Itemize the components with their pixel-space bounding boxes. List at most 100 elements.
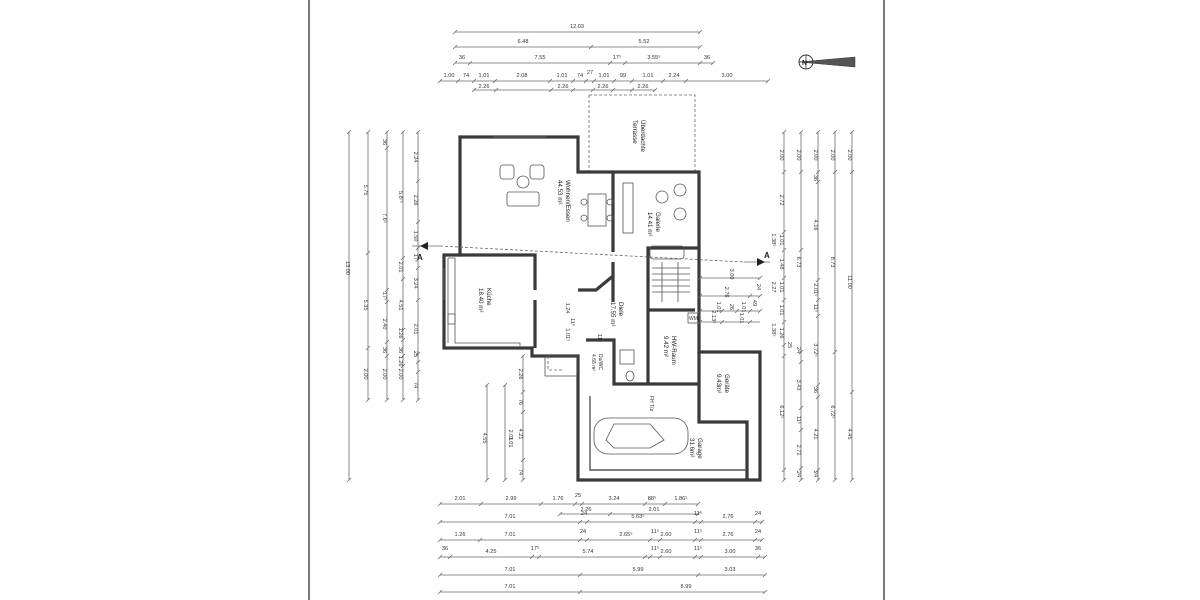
dim-right-1-tick bbox=[798, 349, 804, 355]
dim-right-1-tick bbox=[798, 405, 804, 411]
fh-tuer-label: FH Tür bbox=[648, 396, 654, 412]
dim-right-0-tick bbox=[781, 247, 787, 253]
dim-left-label: 2.40 bbox=[381, 319, 387, 330]
dim-right-label: 2.27 bbox=[770, 282, 776, 293]
dim-right-1-tick bbox=[798, 465, 804, 471]
dim-bottom-4-tick bbox=[657, 554, 663, 560]
dim-top-label: 3.00 bbox=[722, 73, 733, 79]
dim-bottom-label: 25 bbox=[575, 493, 581, 499]
dim-right-4-tick bbox=[849, 477, 855, 483]
dim-bottom-3-tick bbox=[698, 537, 704, 543]
dim-bottom-4-tick bbox=[755, 554, 761, 560]
dim-left-2-tick bbox=[384, 353, 390, 359]
dim-bottom-label: 2.01 bbox=[649, 507, 660, 513]
dim-right-label: 3.00 bbox=[728, 269, 734, 280]
dim-left-3-tick bbox=[400, 276, 406, 282]
dim-local-a-tick bbox=[697, 275, 703, 281]
dim-right-label: 6.73 bbox=[795, 257, 801, 268]
dim-right-0-tick bbox=[781, 297, 787, 303]
dim-right-label: 1.01 bbox=[715, 302, 721, 313]
dim-local-c-tick bbox=[719, 308, 725, 314]
dim-left-label: 1.50 bbox=[412, 231, 418, 242]
dim-left-4-tick bbox=[415, 351, 421, 357]
dim-left-label: 2.00 bbox=[362, 369, 368, 380]
dim-left-label: 17⁵ bbox=[381, 292, 388, 301]
interior-walls bbox=[460, 172, 699, 386]
dim-right-label: 11⁵ bbox=[812, 304, 819, 312]
dim-bottom-label: 7.01 bbox=[505, 567, 516, 573]
dim-left-label: 1.01 bbox=[507, 437, 513, 448]
room-diele-area: 17.55 m² bbox=[609, 302, 616, 326]
room-galerie-area: 14.41 m² bbox=[646, 212, 653, 236]
dim-bottom-2-tick bbox=[692, 519, 698, 525]
dim-top-label: 36 bbox=[459, 55, 465, 61]
dim-right-label: 6.72⁵ bbox=[829, 405, 836, 418]
dim-left-label: 1.26 bbox=[397, 356, 403, 367]
dim-top-3-tick bbox=[660, 78, 666, 84]
dim-bottom-5-tick bbox=[437, 572, 443, 578]
dim-right-2-tick bbox=[815, 313, 821, 319]
dim-right-label: 2.00 bbox=[795, 150, 801, 161]
dim-bottom-label: 24 bbox=[581, 511, 587, 517]
dim-left-3-tick bbox=[400, 363, 406, 369]
dim-local-b-tick bbox=[747, 293, 753, 299]
dim-left-0-tick bbox=[346, 477, 352, 483]
dim-bottom-0-tick bbox=[538, 501, 544, 507]
dim-left-label: 25 bbox=[412, 351, 418, 357]
dim-left-label: 2.00 bbox=[397, 369, 403, 380]
dim-bottom-5-tick bbox=[762, 572, 768, 578]
entrance-step bbox=[544, 355, 578, 377]
dim-bottom-3-tick bbox=[759, 537, 765, 543]
dim-left-label: 74 bbox=[412, 382, 418, 388]
label-terrasse: Überdachte Terrasse bbox=[631, 120, 646, 153]
dim-bottom-4-tick bbox=[698, 554, 704, 560]
dim-right-label: 2.01⁵ bbox=[812, 283, 819, 296]
dim-bottom-label: 7.01 bbox=[505, 514, 516, 520]
dim-bottom-label: 8.99 bbox=[681, 584, 692, 590]
dim-top-label: 5.52 bbox=[639, 39, 650, 45]
dim-right-2-tick bbox=[815, 129, 821, 135]
dim-right-0-tick bbox=[781, 229, 787, 235]
dim-bottom-6-tick bbox=[437, 589, 443, 595]
stove-icon bbox=[447, 313, 456, 325]
north-arrow-icon: N bbox=[798, 54, 856, 70]
label-diele: Diele 17.55 m² bbox=[609, 302, 624, 326]
dim-left-7-tick bbox=[520, 353, 526, 359]
dim-bottom-0-tick bbox=[437, 501, 443, 507]
dim-top-3-tick bbox=[547, 78, 553, 84]
dim-bottom-label: 3.03 bbox=[725, 567, 736, 573]
gallery-sofa-icon bbox=[649, 245, 685, 260]
dim-top-label: 6.48 bbox=[518, 39, 529, 45]
room-galerie: Galerie bbox=[654, 212, 661, 233]
dim-right-label: 26 bbox=[728, 304, 734, 310]
dim-right-0-tick bbox=[781, 169, 787, 175]
dim-right-2-tick bbox=[815, 179, 821, 185]
dim-bottom-1-tick bbox=[607, 511, 613, 517]
dim-bottom-5-tick bbox=[577, 572, 583, 578]
dim-right-label: 8.73 bbox=[829, 257, 835, 268]
dim-top-1-tick bbox=[452, 44, 458, 50]
dim-top-4-tick bbox=[493, 87, 499, 93]
dim-top-label: 1.01 bbox=[557, 73, 568, 79]
dim-top-label: 2.08 bbox=[517, 73, 528, 79]
room-garage: Garage bbox=[696, 438, 703, 459]
dim-top-1-tick bbox=[697, 44, 703, 50]
dim-right-1-tick bbox=[798, 169, 804, 175]
dim-bottom-2-tick bbox=[577, 519, 583, 525]
dim-bottom-label: 11⁵ bbox=[694, 545, 702, 552]
dim-bottom-3-tick bbox=[647, 537, 653, 543]
dim-bottom-label: 24 bbox=[755, 529, 761, 535]
dim-right-label: 1.01 bbox=[778, 235, 784, 246]
dining-table-icon bbox=[580, 193, 614, 227]
dim-right-label: 24 bbox=[812, 471, 818, 477]
dim-top-label: 3.55⁵ bbox=[647, 54, 660, 61]
dim-right-label: 1.01⁵ bbox=[564, 328, 571, 341]
dim-bottom-label: 2.76 bbox=[723, 514, 734, 520]
dim-right-0-tick bbox=[781, 275, 787, 281]
dim-top-3-tick bbox=[492, 78, 498, 84]
dim-top-4-tick bbox=[471, 87, 477, 93]
dim-bottom-label: 1.86⁵ bbox=[674, 495, 687, 502]
dim-bottom-2-tick bbox=[759, 519, 765, 525]
dim-left-label: 2.26 bbox=[517, 369, 523, 380]
section-arrow-left bbox=[412, 242, 440, 250]
